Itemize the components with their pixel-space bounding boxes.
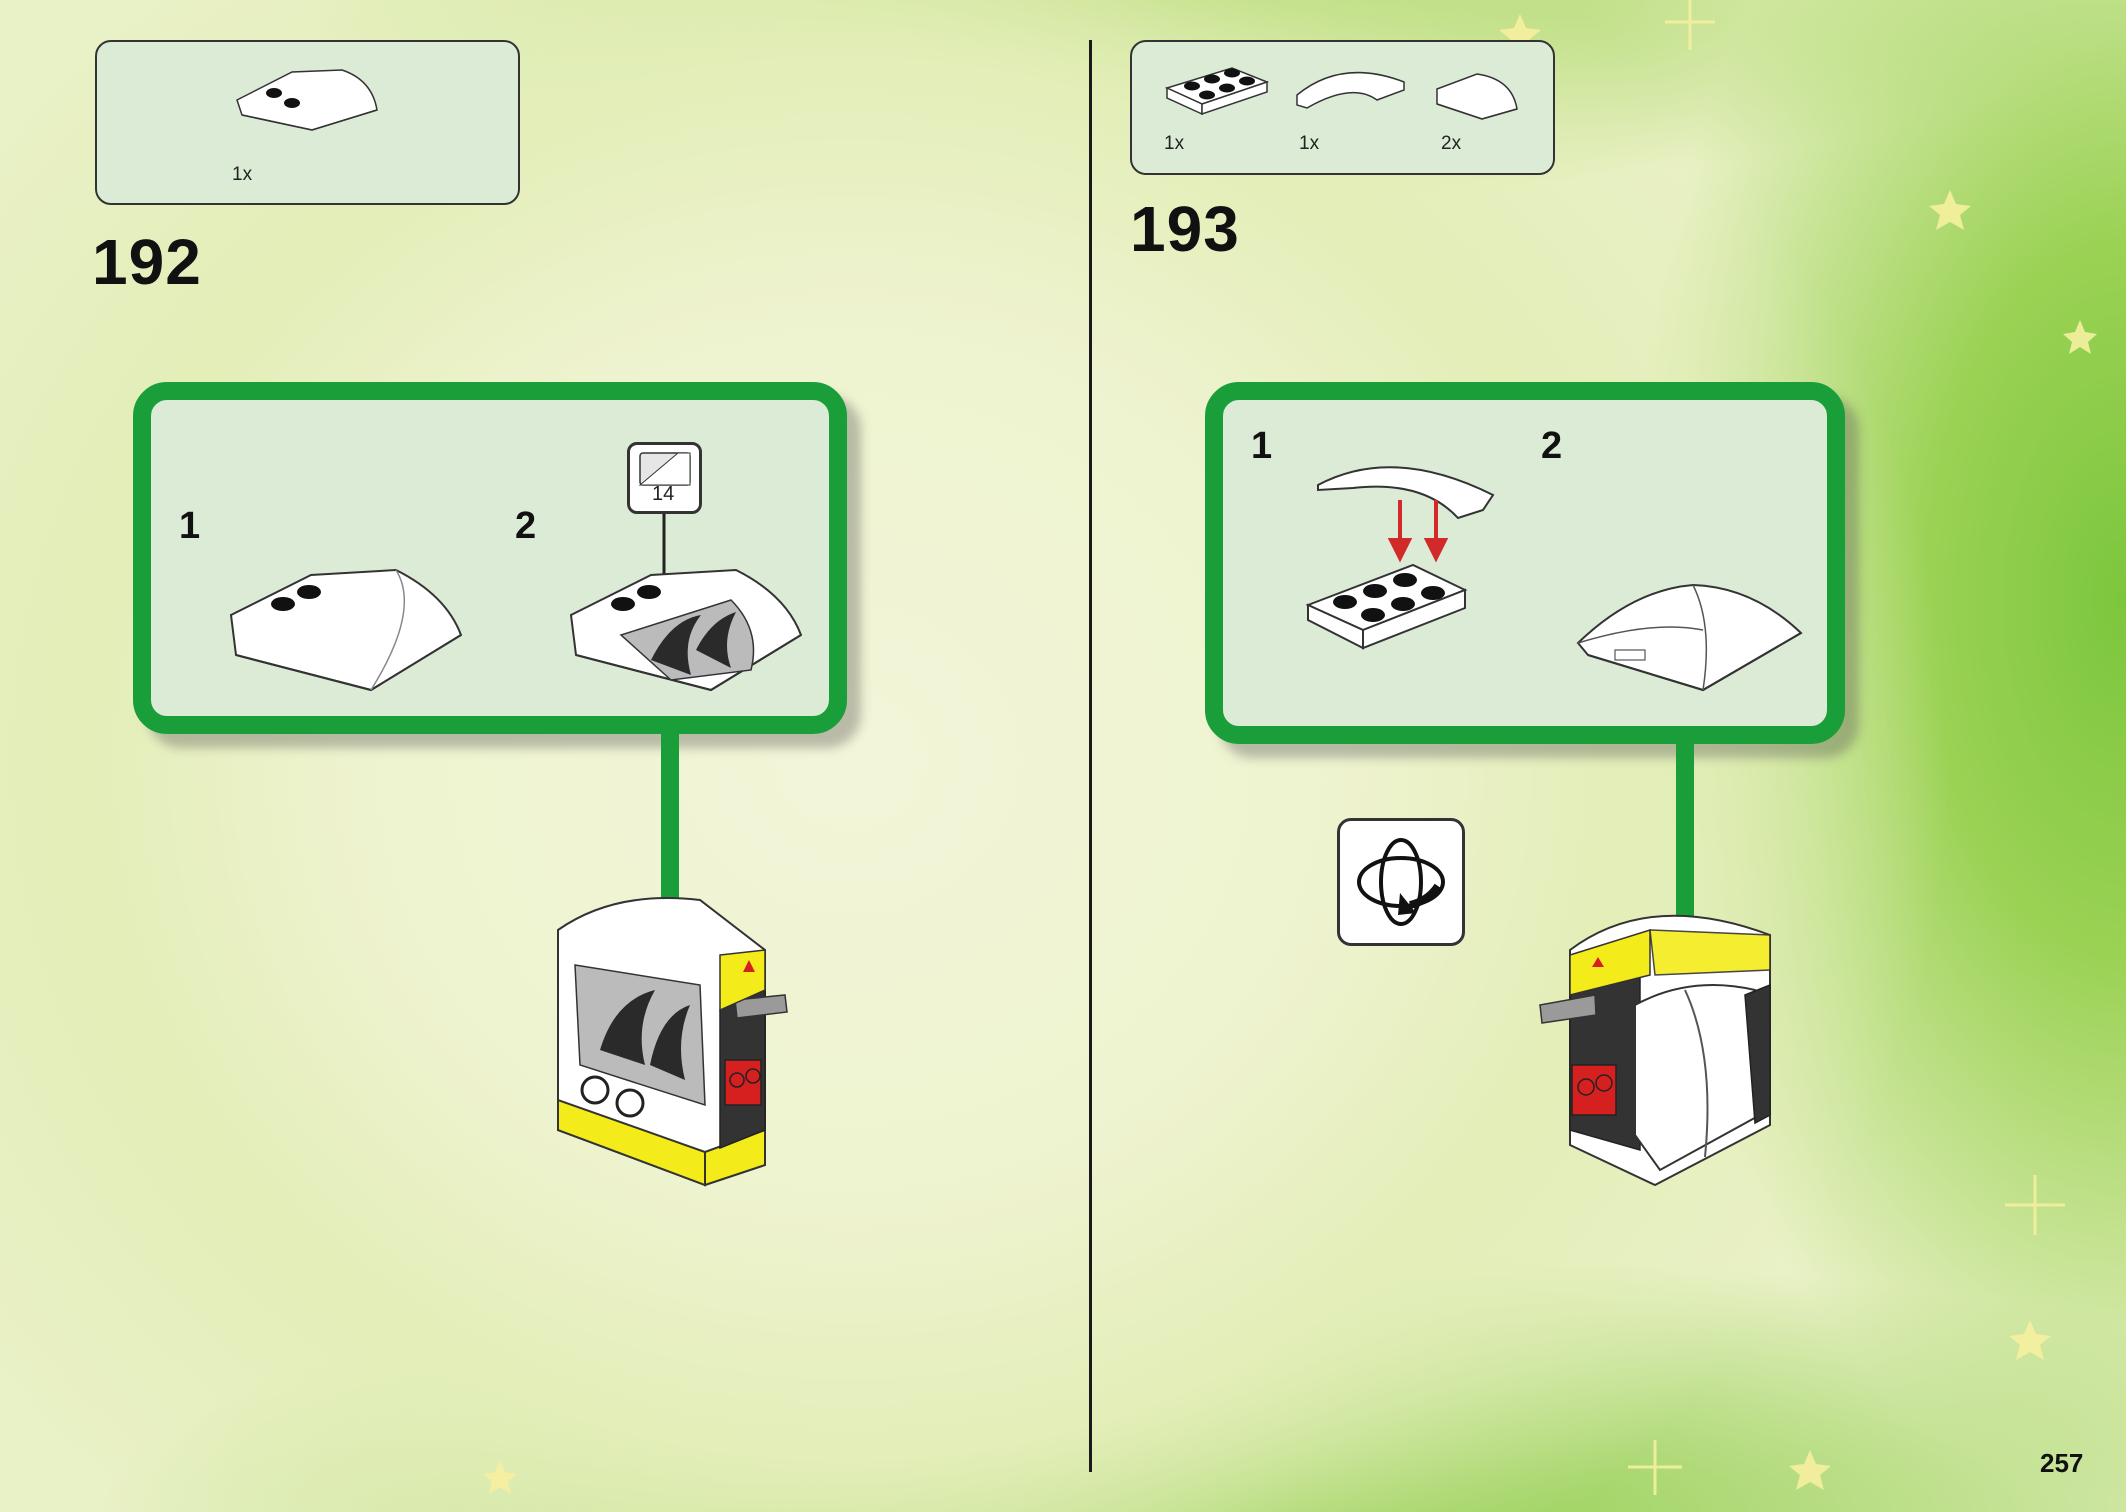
stickered-wedge-piece-icon bbox=[569, 568, 803, 692]
page-divider bbox=[1089, 40, 1092, 1472]
part-qty: 2x bbox=[1441, 133, 1462, 154]
curved-slope-arch-piece-icon bbox=[1296, 71, 1405, 109]
rotate-model-callout bbox=[1337, 818, 1465, 946]
part-qty: 1x bbox=[232, 164, 253, 185]
plate-2x3-piece-icon bbox=[1305, 563, 1468, 650]
substep-number: 2 bbox=[1541, 425, 1563, 467]
step-number: 193 bbox=[1130, 193, 1240, 265]
substep-number: 2 bbox=[515, 505, 537, 547]
page-number: 257 bbox=[2040, 1448, 2084, 1478]
step-number: 192 bbox=[92, 226, 202, 298]
part-qty: 1x bbox=[1299, 133, 1320, 154]
curved-wedge-slope-piece-icon bbox=[236, 69, 378, 131]
sticker-callout: 14 bbox=[627, 442, 702, 514]
callout-connector bbox=[661, 732, 679, 932]
parts-list-193: 1x 1x 2x bbox=[1130, 40, 1555, 175]
sticker-icon bbox=[638, 452, 691, 486]
model-assembly-192 bbox=[557, 897, 788, 1187]
plate-2x3-piece-icon bbox=[1164, 67, 1270, 116]
parts-list-192: 1x bbox=[95, 40, 520, 205]
curved-slope-small-piece-icon bbox=[1436, 73, 1518, 120]
rotate-model-icon bbox=[1357, 838, 1445, 926]
model-assembly-193 bbox=[1539, 914, 1771, 1187]
sticker-number: 14 bbox=[652, 483, 675, 505]
substep-frame-192: 1 2 14 bbox=[133, 382, 847, 734]
assembly-arrows bbox=[1387, 500, 1449, 563]
substep-number: 1 bbox=[1251, 425, 1273, 467]
curved-slope-arch-piece-icon bbox=[1317, 466, 1495, 520]
callout-connector bbox=[1676, 742, 1694, 940]
curved-wedge-slope-piece-icon bbox=[229, 568, 463, 692]
assembled-curved-slopes-icon bbox=[1576, 583, 1803, 692]
substep-frame-193: 1 2 bbox=[1205, 382, 1845, 744]
part-qty: 1x bbox=[1164, 133, 1185, 154]
substep-number: 1 bbox=[179, 505, 201, 547]
